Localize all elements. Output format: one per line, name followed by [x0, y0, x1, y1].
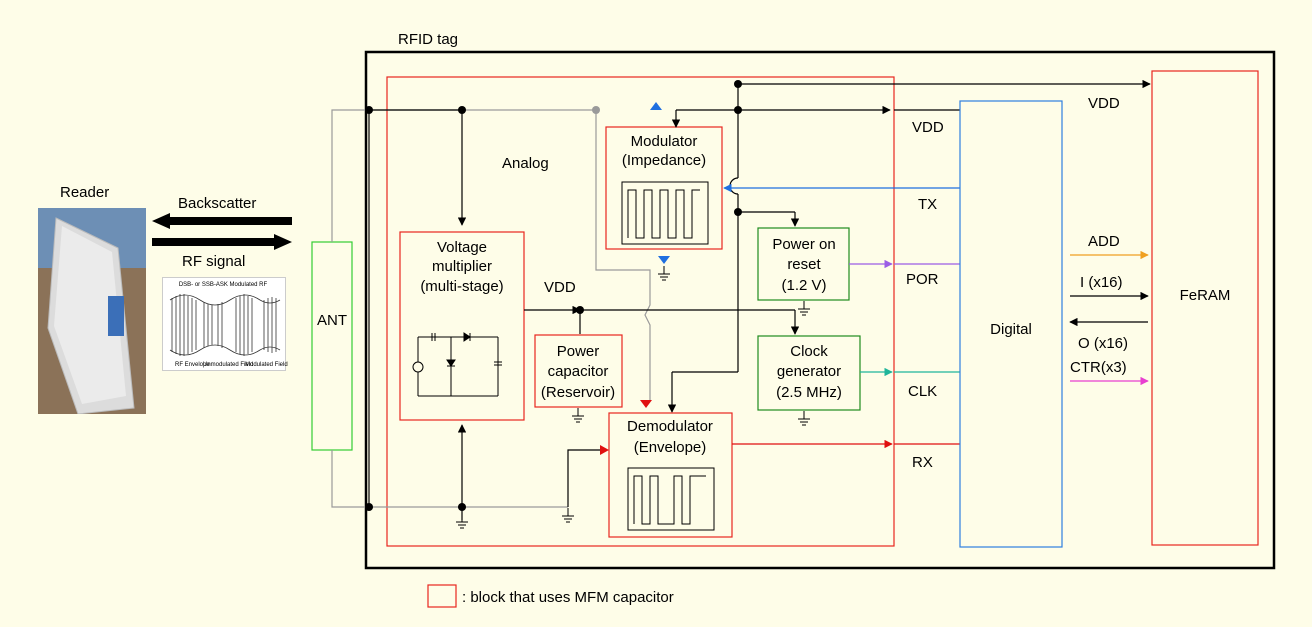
modulator-line2: (Impedance): [622, 152, 706, 169]
card-unmod-label: Unmodulated Field: [203, 362, 253, 368]
analog-label: Analog: [502, 155, 549, 172]
ant-label: ANT: [317, 312, 347, 329]
demodulator-line2: (Envelope): [634, 439, 707, 456]
legend-swatch: [427, 584, 457, 608]
sig-tx-label: TX: [918, 196, 937, 213]
legend-text: : block that uses MFM capacitor: [462, 589, 674, 606]
modulator-waveform-box: [621, 181, 709, 245]
power-cap-line2: capacitor: [548, 363, 609, 380]
vdd-rail: [667, 79, 1151, 413]
power-capacitor-block: [534, 334, 623, 408]
backscatter-label: Backscatter: [178, 195, 256, 212]
analog-box: [386, 76, 895, 547]
power-cap-line3: (Reservoir): [541, 384, 615, 401]
demod-red-triangle: [640, 400, 652, 408]
reader-photo: [38, 208, 146, 414]
backscatter-arrow: [152, 213, 292, 229]
vm-line2: multiplier: [432, 258, 492, 275]
card-env-label: RF Envelope: [175, 362, 210, 368]
modulated-rf-card: [162, 277, 286, 371]
rfid-tag-label: RFID tag: [398, 31, 458, 48]
clock-generator-block: [757, 335, 861, 411]
demodulator-block: [608, 412, 733, 538]
por-line1: Power on: [772, 236, 835, 253]
sig-clk-label: CLK: [908, 383, 937, 400]
sig-rx-label: RX: [912, 454, 933, 471]
reader-label: Reader: [60, 184, 109, 201]
black-rails: [368, 109, 467, 520]
vdd-feram-label: VDD: [1088, 95, 1120, 112]
demodulator-line1: Demodulator: [627, 418, 713, 435]
sig-vdd-label: VDD: [912, 119, 944, 136]
mod-blue-triangle-top: [650, 102, 662, 110]
i-bus-label: I (x16): [1080, 274, 1123, 291]
clk-line3: (2.5 MHz): [776, 384, 842, 401]
clk-line1: Clock: [790, 343, 828, 360]
antenna-lines: [331, 109, 651, 508]
digital-block: [959, 100, 1063, 548]
ctr-label: CTR(x3): [1070, 359, 1127, 376]
add-label: ADD: [1088, 233, 1120, 250]
rf-signal-label: RF signal: [182, 253, 245, 270]
por-line2: reset: [787, 256, 821, 273]
digital-label: Digital: [990, 321, 1032, 338]
feram-block: [1151, 70, 1259, 546]
demodulator-waveform-box: [627, 467, 715, 531]
modulator-line1: Modulator: [631, 133, 698, 150]
rf-signal-arrow: [152, 234, 292, 250]
mod-blue-triangle-bottom: [658, 256, 670, 264]
ant-block: [311, 241, 353, 451]
vm-line1: Voltage: [437, 239, 487, 256]
demodulator-waveform: [633, 475, 706, 525]
clk-line2: generator: [777, 363, 841, 380]
power-cap-line1: Power: [557, 343, 600, 360]
card-mod-label: Modulated Field: [245, 362, 288, 368]
vdd-analog-label: VDD: [544, 279, 576, 296]
sig-por-label: POR: [906, 271, 939, 288]
o-bus-label: O (x16): [1078, 335, 1128, 352]
node-gray: [592, 106, 600, 114]
multiplier-circuit: [412, 332, 502, 397]
voltage-multiplier-block: [399, 231, 525, 421]
card-title: DSB- or SSB-ASK Modulated RF: [179, 282, 268, 288]
vm-line3: (multi-stage): [420, 278, 503, 295]
rfid-tag-box: [364, 50, 1276, 570]
feram-label: FeRAM: [1180, 287, 1231, 304]
por-line3: (1.2 V): [781, 277, 826, 294]
modulator-waveform: [627, 189, 700, 239]
modulator-block: [605, 126, 723, 250]
card-waveform: [169, 294, 281, 356]
